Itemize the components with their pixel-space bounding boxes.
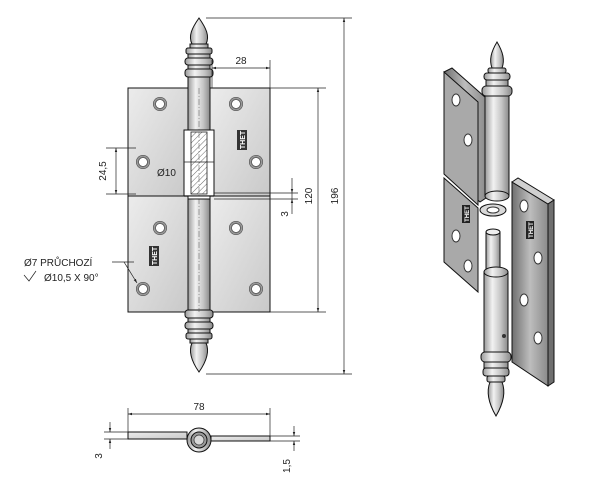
dim-28: 28 bbox=[235, 56, 247, 67]
hole bbox=[229, 97, 243, 111]
dim-196: 196 bbox=[330, 187, 341, 204]
iso-logo-right: THET bbox=[526, 221, 535, 239]
hole bbox=[153, 221, 167, 235]
logo-stamp-right: THET bbox=[237, 130, 247, 150]
dim-78: 78 bbox=[193, 402, 205, 413]
svg-text:THET: THET bbox=[529, 222, 535, 238]
iso-logo-left: THET bbox=[462, 205, 471, 223]
isometric-view: THET THET bbox=[443, 41, 555, 417]
dim-leaf-1-5: 1,5 bbox=[282, 459, 293, 473]
dim-120: 120 bbox=[304, 187, 315, 204]
top-view: 78 3 1,5 bbox=[94, 402, 300, 473]
hole bbox=[249, 155, 263, 169]
svg-text:THET: THET bbox=[152, 246, 159, 265]
hole bbox=[153, 97, 167, 111]
hole bbox=[136, 282, 150, 296]
dim-pin-diameter: Ø10 bbox=[157, 168, 176, 179]
countersink-icon bbox=[23, 270, 37, 282]
dimensions-front: 28 24,5 Ø10 120 196 3 Ø7 PRŮCHOZÍ Ø10,5 … bbox=[23, 17, 352, 375]
svg-text:THET: THET bbox=[465, 206, 471, 222]
screw-holes bbox=[136, 97, 263, 296]
hole bbox=[249, 282, 263, 296]
dim-plate-3: 3 bbox=[94, 453, 105, 459]
front-view: THET THET bbox=[127, 17, 271, 373]
hole-note-line2: Ø10,5 X 90° bbox=[44, 273, 99, 284]
dim-24-5: 24,5 bbox=[98, 161, 109, 181]
hole-note-line1: Ø7 PRŮCHOZÍ bbox=[24, 256, 93, 269]
hole bbox=[229, 221, 243, 235]
dim-gap-3: 3 bbox=[280, 211, 291, 217]
right-leaf-lower bbox=[209, 195, 271, 313]
hole bbox=[136, 155, 150, 169]
svg-text:THET: THET bbox=[240, 130, 247, 149]
logo-stamp-left: THET bbox=[149, 246, 159, 266]
